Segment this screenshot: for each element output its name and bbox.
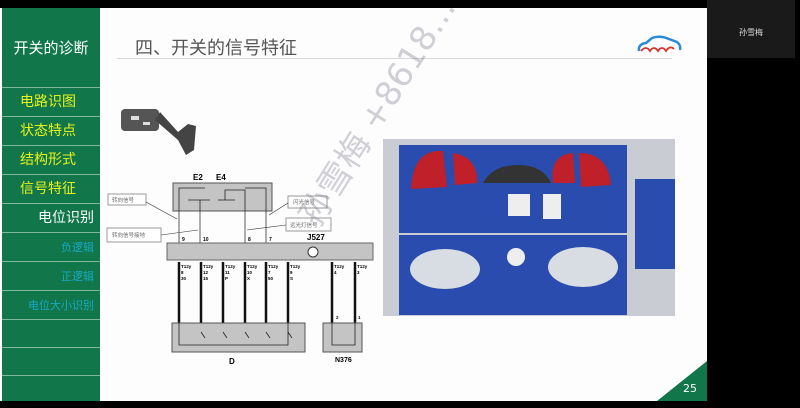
diagram-label: 3 [357, 270, 360, 275]
diagram-label: 15 [203, 276, 209, 281]
sidebar-item-signal[interactable]: 信号特征 [2, 175, 100, 204]
ignition-switch-box [171, 322, 306, 353]
diagram-label: T12y [334, 264, 345, 269]
diagram-label: 8 [248, 237, 251, 243]
annotation-turn-ground-text: 转向信号接地 [112, 231, 146, 239]
annotation-turn-signal [107, 193, 147, 206]
sidebar-empty [2, 320, 100, 348]
diagram-label: 50 [268, 276, 274, 281]
sidebar-item-state[interactable]: 状态特点 [2, 117, 100, 146]
page-number: 25 [683, 382, 697, 395]
annotation-flash-text: 闪光信号 [293, 198, 316, 206]
diagram-label: P [225, 276, 228, 281]
corner-decoration [657, 361, 707, 401]
diagram-label: T12y [290, 264, 301, 269]
diagram-label: 12 [203, 270, 209, 275]
circuit-diagram: E2 E4 转向信号 转向信号接地 闪光信号 远光灯信号 9 10 8 7 J5… [106, 109, 374, 366]
sidebar-item-negative-logic[interactable]: 负逻辑 [2, 233, 100, 262]
sidebar-item-potential-level[interactable]: 电位大小识别 [2, 291, 100, 320]
sidebar-empty [2, 348, 100, 376]
diagram-label: T12y [268, 264, 279, 269]
switch-label-e4: E4 [216, 173, 226, 182]
diagram-label: S [290, 276, 293, 281]
annotation-high-beam [285, 217, 332, 232]
diagram-label: 2 [336, 315, 339, 320]
module-symbol-icon [307, 246, 319, 258]
annotation-turn-signal-text: 转向信号 [112, 196, 135, 204]
title-divider [117, 58, 672, 59]
diagram-label: 9 [290, 270, 293, 275]
diagram-label: 9 [182, 237, 185, 243]
sidebar-item-potential[interactable]: 电位识别 [2, 204, 100, 233]
car-logo-icon [637, 35, 682, 53]
sidebar-item-circuit[interactable]: 电路识图 [2, 88, 100, 117]
diagram-label: 30 [181, 276, 187, 281]
diagram-label: 7 [269, 237, 272, 243]
slide: 开关的诊断 电路识图 状态特点 结构形式 信号特征 电位识别 负逻辑 正逻辑 电… [0, 8, 707, 401]
diagram-label: T12y [357, 264, 368, 269]
stalk-switch-image [121, 109, 196, 155]
switch-label-e2: E2 [193, 173, 203, 182]
diagram-label: 10 [247, 270, 253, 275]
n376-box [322, 322, 363, 353]
diagram-label: T12y [181, 264, 192, 269]
annotation-flash [287, 195, 328, 209]
module-label: J527 [307, 233, 325, 242]
sidebar-item-positive-logic[interactable]: 正逻辑 [2, 262, 100, 291]
diagram-label: T12y [247, 264, 258, 269]
diagram-label: T12y [225, 264, 236, 269]
sidebar: 开关的诊断 电路识图 状态特点 结构形式 信号特征 电位识别 负逻辑 正逻辑 电… [2, 8, 100, 401]
diagram-label: 8 [181, 270, 184, 275]
diagram-label: X [247, 276, 250, 281]
diagram-label: 4 [334, 270, 337, 275]
page-title: 四、开关的信号特征 [135, 38, 297, 59]
sidebar-title: 开关的诊断 [2, 8, 100, 88]
module-bar [166, 242, 374, 261]
presenter-panel: 孙雪梅 [707, 0, 795, 58]
diagram-label: 10 [203, 237, 209, 243]
annotation-high-beam-text: 远光灯信号 [290, 221, 318, 229]
diagram-label: 1 [358, 315, 361, 320]
presenter-name: 孙雪梅 [739, 28, 763, 37]
ignition-switch-label: D [229, 357, 235, 366]
sidebar-item-structure[interactable]: 结构形式 [2, 146, 100, 175]
switch-box [172, 182, 273, 212]
diagram-label: T12y [203, 264, 214, 269]
n376-label: N376 [335, 357, 352, 364]
diagram-label: 11 [225, 270, 230, 275]
diagram-label: 7 [268, 270, 271, 275]
lighting-trainer-photo [383, 139, 675, 316]
